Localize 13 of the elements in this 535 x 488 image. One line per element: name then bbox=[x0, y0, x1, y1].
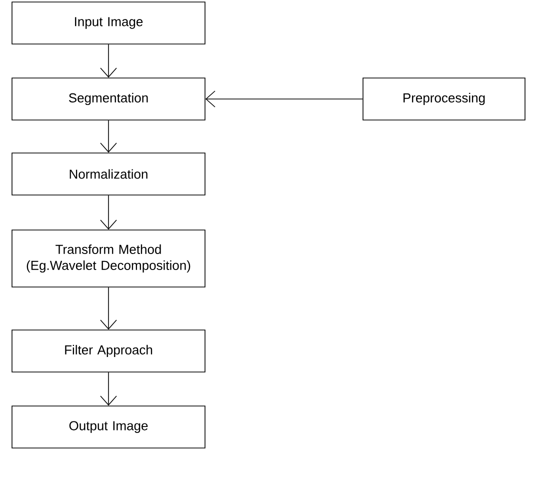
process-box: Segmentation bbox=[12, 78, 206, 120]
arrow bbox=[100, 372, 117, 406]
arrow bbox=[100, 287, 117, 330]
arrow bbox=[100, 195, 117, 230]
process-box: Output Image bbox=[12, 406, 206, 448]
arrow bbox=[205, 90, 363, 108]
process-box: Input Image bbox=[12, 2, 206, 44]
process-box: Normalization bbox=[12, 152, 206, 196]
process-box: Preprocessing bbox=[362, 78, 526, 120]
arrow bbox=[100, 44, 117, 78]
arrow bbox=[100, 120, 117, 153]
process-box: Transform Method (Eg.Wavelet Decomposition) bbox=[12, 230, 206, 288]
process-box: Filter Approach bbox=[12, 330, 206, 372]
